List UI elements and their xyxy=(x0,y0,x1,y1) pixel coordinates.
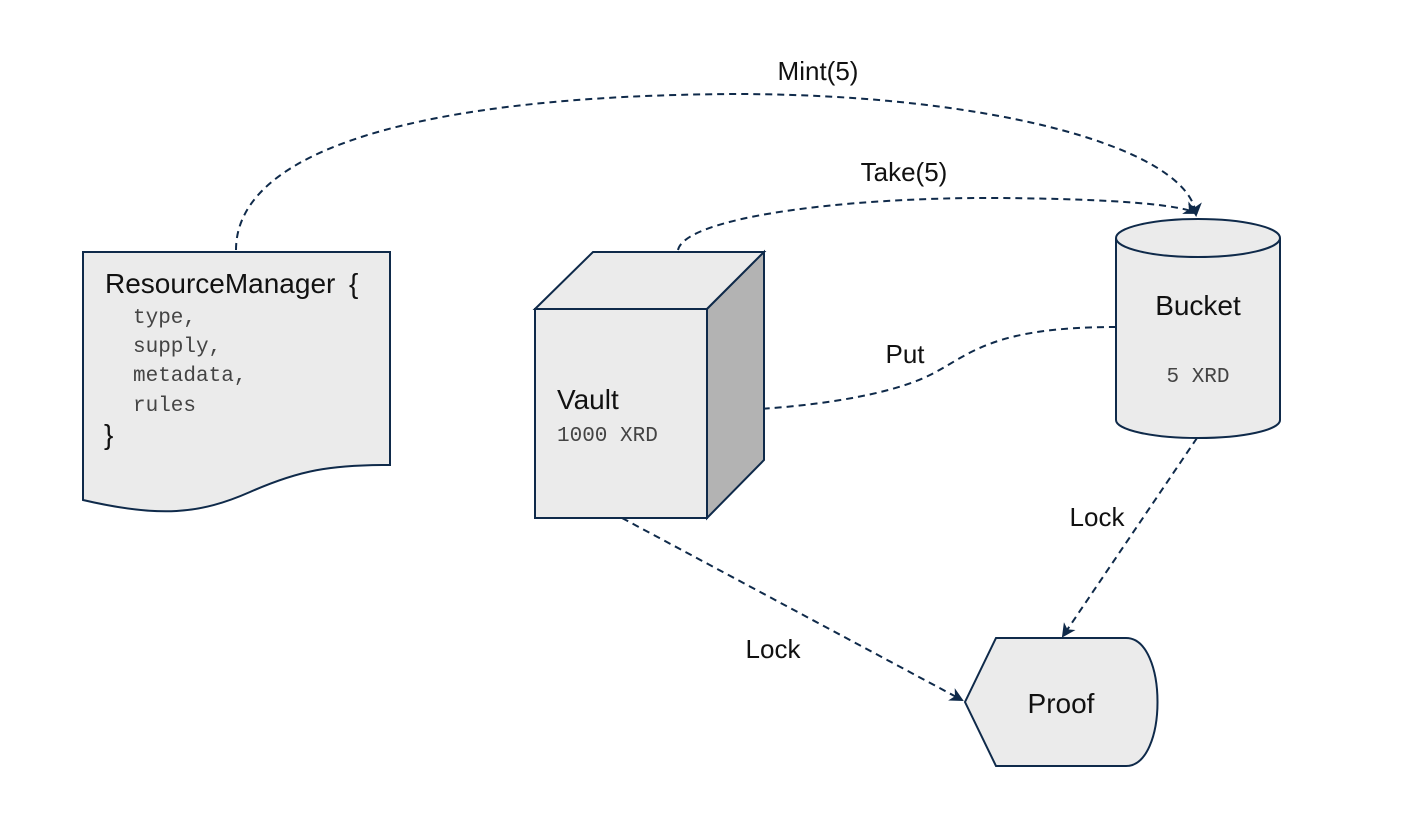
bucket-node: Bucket 5 XRD xyxy=(1115,218,1281,439)
resource-manager-open-brace: { xyxy=(349,268,358,299)
proof-node: Proof xyxy=(963,637,1159,767)
resource-manager-node: ResourceManager { type, supply, metadata… xyxy=(82,251,391,513)
display-shape xyxy=(963,637,1159,767)
bucket-lock-arrow xyxy=(1061,437,1198,638)
edge-vault-lock: Lock xyxy=(621,517,964,701)
resource-manager-field: rules xyxy=(133,395,196,418)
resource-manager-title: ResourceManager xyxy=(105,268,335,299)
edge-take: Take(5) xyxy=(677,157,1198,251)
take-label: Take(5) xyxy=(861,157,948,187)
take-arrow xyxy=(677,196,1198,251)
resource-manager-close-brace: } xyxy=(104,419,113,450)
put-arrow xyxy=(708,326,1117,418)
put-label: Put xyxy=(885,339,925,369)
bucket-label: Bucket xyxy=(1155,290,1241,321)
cube-front-face xyxy=(534,308,708,519)
mint-label: Mint(5) xyxy=(778,56,859,86)
edge-put: Put xyxy=(708,326,1117,418)
edge-mint: Mint(5) xyxy=(235,56,1202,251)
resource-manager-field: metadata, xyxy=(133,365,246,388)
bucket-amount: 5 XRD xyxy=(1166,366,1229,389)
resource-manager-field: supply, xyxy=(133,336,221,359)
bucket-lock-label: Lock xyxy=(1070,502,1126,532)
proof-label: Proof xyxy=(1028,688,1095,719)
mint-arrow xyxy=(235,92,1202,251)
document-shape xyxy=(82,251,391,513)
resource-manager-field: type, xyxy=(133,307,196,330)
vault-amount: 1000 XRD xyxy=(557,425,658,448)
vault-node: Vault 1000 XRD xyxy=(532,249,767,521)
cylinder-top xyxy=(1115,218,1281,258)
vault-lock-label: Lock xyxy=(746,634,802,664)
vault-label: Vault xyxy=(557,384,619,415)
cylinder-body xyxy=(1115,238,1281,439)
edge-bucket-lock: Lock xyxy=(1061,437,1198,638)
vault-lock-arrow xyxy=(621,517,964,701)
